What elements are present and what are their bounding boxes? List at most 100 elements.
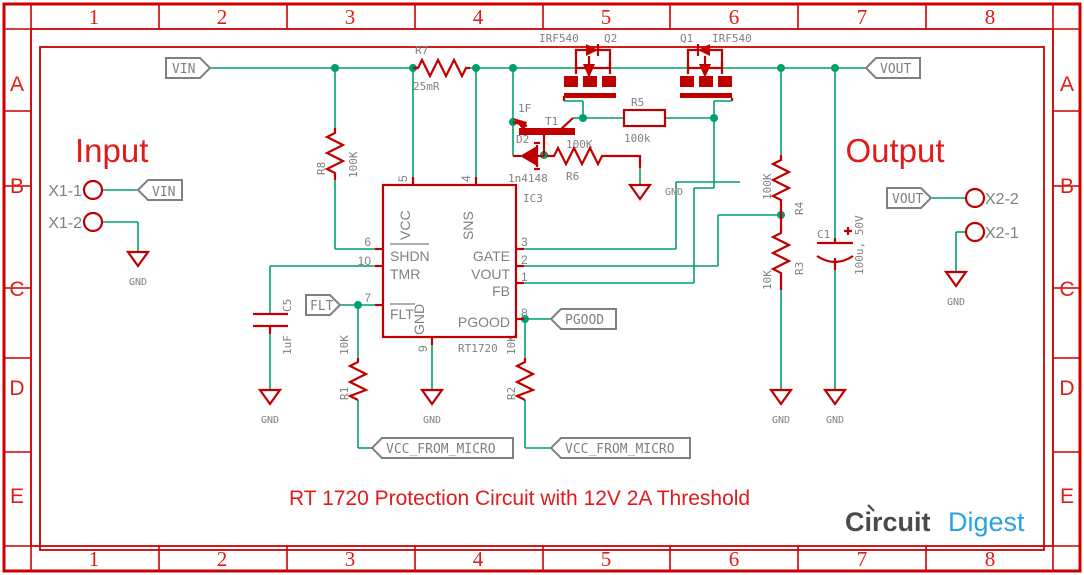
ic-pin-3-num: 3 [521,235,528,249]
grid-row-a-right: A [1060,73,1074,96]
ic3-part: RT1720 [458,342,498,355]
r2-refdes: R2 [505,387,518,400]
r2-value: 10K [505,335,518,355]
net-flag-vout-source[interactable]: VOUT [864,57,921,79]
logo-accent-icon [867,504,875,512]
ic-label-pgood: PGOOD [458,314,510,330]
resistor-r7: R7 25mR [413,44,470,93]
grid-row-e-right: E [1060,485,1074,508]
net-flag-vcc-micro-1[interactable]: VCC_FROM_MICRO [370,437,514,459]
r6-value: 100K [566,138,593,151]
grid-col-3-bottom: 3 [345,547,356,571]
net-flag-vin-source[interactable]: VIN [165,57,212,79]
ic-pin-4-num: 4 [459,175,473,182]
x2-1-label: X2-1 [985,225,1019,242]
r8-refdes: R8 [315,162,328,175]
mosfet-q1: Q1 IRF540 [680,32,752,102]
ic-label-gnd: GND [411,304,427,335]
net-flag-pgood[interactable]: PGOOD [549,308,617,330]
c1-value: 100u, 50V [853,215,866,275]
resistor-r1: 10K R1 [338,335,369,401]
t1-refdes: T1 [545,115,558,128]
c1-refdes: C1 [817,228,830,241]
vin-source-flag-label: VIN [172,62,195,77]
grid-col-4-top: 4 [473,5,484,29]
gnd-symbols: GND GND GND GND GND GND GND [125,183,969,426]
grid-col-4-bottom: 4 [473,547,484,571]
grid-col-2-bottom: 2 [217,547,228,571]
grid-col-6-top: 6 [729,5,740,29]
ic-pin-1-num: 1 [521,270,528,284]
connector-x1-2[interactable]: X1-2 [48,211,104,233]
resistor-r2: 10K R2 [505,335,536,401]
ic-label-sns: SNS [460,211,476,240]
grid-col-7-bottom: 7 [857,547,868,571]
connector-x2-1[interactable]: X2-1 [964,221,1019,243]
transistor-t1: 1F T1 [512,102,583,156]
c5-value: 1uF [281,335,294,355]
ic-pin-6-num: 6 [364,235,371,249]
grid-row-c-right: C [1059,278,1074,301]
ic-pin-7-num: 7 [364,291,371,305]
vout-source-flag-label: VOUT [880,62,911,77]
net-flag-vout-output[interactable]: VOUT [886,187,933,209]
circuitdigest-logo: Circuit Digest [845,504,1025,537]
mosfet-q2: IRF540 Q2 [539,32,617,102]
grid-col-1-top: 1 [89,5,100,29]
grid-row-d-right: D [1059,377,1074,400]
capacitor-c5: C5 1uF [253,299,294,355]
connector-x2-2[interactable]: X2-2 [964,187,1019,209]
r7-value: 25mR [413,80,440,93]
gnd-ic-pin9: GND [419,388,445,426]
ic3-refdes: IC3 [523,192,543,205]
logo-circuit: Circuit [845,507,931,537]
ic-pin-10-num: 10 [358,254,372,268]
net-flag-vin-input[interactable]: VIN [136,179,183,201]
gnd-label-3: GND [261,415,279,426]
grid-col-8-top: 8 [985,5,996,29]
gnd-c1: GND [822,388,848,426]
grid-col-7-top: 7 [857,5,868,29]
grid-col-1-bottom: 1 [89,547,100,571]
grid-columns: 1 2 3 4 5 6 7 8 1 2 3 4 5 6 7 8 [89,4,996,571]
pgood-flag-label: PGOOD [565,313,604,328]
net-wires [102,67,966,449]
r1-refdes: R1 [338,387,351,400]
grid-col-5-top: 5 [601,5,612,29]
gnd-label-6: GND [826,415,844,426]
grid-col-2-top: 2 [217,5,228,29]
gnd-c5: GND [257,388,283,426]
r3-value: 10K [761,270,774,290]
ic-label-flt: FLT [390,306,414,322]
grid-rows: A B C D E A B C D E [4,73,1080,508]
r4-value: 100K [761,173,774,200]
ic-pin-2-num: 2 [521,253,528,267]
x1-2-label: X1-2 [48,215,82,232]
q1-refdes: Q1 [680,32,693,45]
x1-1-label: X1-1 [48,183,82,200]
grid-col-8-bottom: 8 [985,547,996,571]
ic-label-vcc: VCC [397,210,413,240]
ic-label-shdn: SHDN [390,248,430,264]
connector-x1-1[interactable]: X1-1 [48,179,104,201]
resistor-r6: 100K R6 [547,138,642,183]
flt-flag-label: FLT [310,299,334,314]
gnd-label-5: GND [772,415,790,426]
net-flag-flt[interactable]: FLT [305,294,342,316]
r7-refdes: R7 [415,44,428,57]
c5-refdes: C5 [281,299,294,312]
ic-pin-9-num: 9 [416,345,430,352]
gnd-label-7: GND [947,297,965,308]
r4-refdes: R4 [793,201,806,215]
grid-row-d-left: D [9,377,24,400]
ic-label-vout: VOUT [471,266,510,282]
resistor-r4: 100K R4 [761,155,806,215]
resistor-r5: R5 100k [622,96,667,145]
gnd-label-2: GND [665,187,683,198]
r5-value: 100k [624,132,651,145]
net-flag-vcc-micro-2[interactable]: VCC_FROM_MICRO [549,437,691,459]
grid-row-e-left: E [10,485,24,508]
ic-label-fb: FB [492,283,510,299]
junction-dots [331,64,839,323]
